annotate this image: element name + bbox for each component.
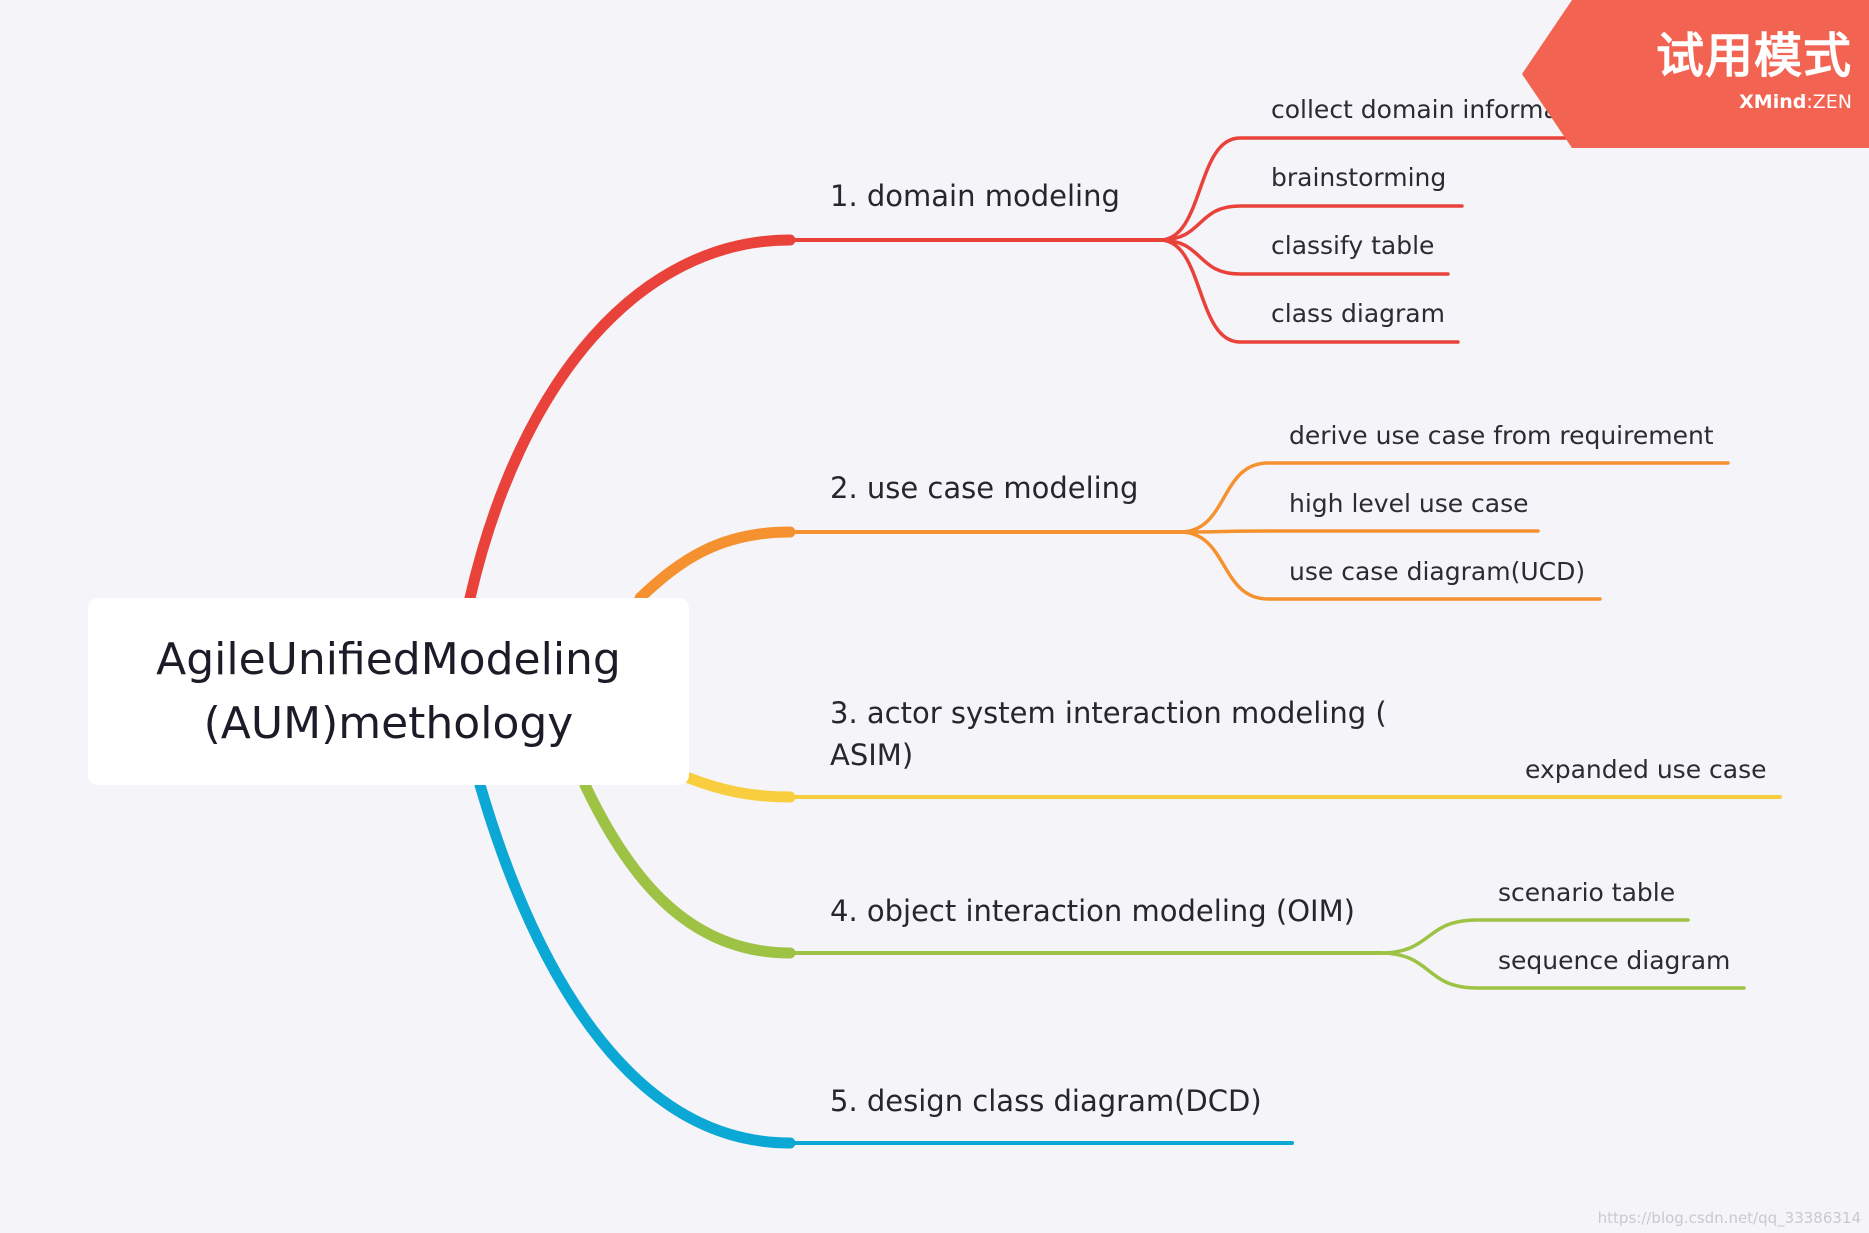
trunk-line-5 bbox=[474, 779, 796, 1149]
subtopic-class-diagram[interactable]: class diagram bbox=[1271, 299, 1445, 328]
brand-edition: ZEN bbox=[1812, 91, 1852, 113]
trial-mode-badge[interactable]: 试用模式 XMind:ZEN bbox=[1522, 0, 1869, 148]
brand-separator: : bbox=[1806, 91, 1813, 113]
trunk-line-1 bbox=[464, 234, 796, 604]
brand-name: XMind bbox=[1739, 91, 1807, 113]
subtopic-connector-4-1 bbox=[1378, 918, 1690, 955]
topic-use-case-modeling[interactable]: 2. use case modeling bbox=[830, 471, 1139, 505]
subtopic-brainstorming[interactable]: brainstorming bbox=[1271, 163, 1447, 192]
subtopic-sequence-diagram[interactable]: sequence diagram bbox=[1498, 946, 1731, 975]
subtopic-classify-table[interactable]: classify table bbox=[1271, 231, 1435, 260]
topic-design-class-diagram[interactable]: 5. design class diagram(DCD) bbox=[830, 1084, 1262, 1118]
xmind-zen-brand: XMind:ZEN bbox=[1632, 90, 1852, 114]
trunk-line-2 bbox=[634, 526, 796, 604]
subtopic-connector-1-3 bbox=[1158, 238, 1450, 276]
source-watermark: https://blog.csdn.net/qq_33386314 bbox=[1597, 1209, 1861, 1227]
trial-mode-title: 试用模式 bbox=[1655, 28, 1852, 84]
subtopic-connector-2-1 bbox=[1178, 461, 1730, 534]
subtopic-connector-2-2 bbox=[1178, 529, 1540, 534]
trunk-line-3 bbox=[683, 772, 796, 803]
topic-domain-modeling[interactable]: 1. domain modeling bbox=[830, 179, 1120, 213]
topic-actor-system-interaction[interactable]: 3. actor system interaction modeling ( A… bbox=[830, 696, 1387, 772]
subtopic-connector-1-1 bbox=[1158, 136, 1620, 242]
subtopic-expanded-use-case[interactable]: expanded use case bbox=[1525, 755, 1767, 784]
subtopic-connector-1-2 bbox=[1158, 204, 1464, 242]
subtopic-scenario-table[interactable]: scenario table bbox=[1498, 878, 1676, 907]
badge-shape bbox=[1522, 0, 1869, 148]
central-topic-label: AgileUnifiedModeling(AUM)methology bbox=[156, 633, 621, 749]
subtopic-use-case-diagram[interactable]: use case diagram(UCD) bbox=[1289, 557, 1586, 586]
subtopic-high-level-use-case[interactable]: high level use case bbox=[1289, 489, 1529, 518]
topic-object-interaction[interactable]: 4. object interaction modeling (OIM) bbox=[830, 894, 1355, 928]
subtopic-connector-4-2 bbox=[1378, 951, 1746, 990]
subtopic-connector-2-3 bbox=[1178, 530, 1602, 601]
trunk-line-4 bbox=[579, 779, 796, 959]
central-topic[interactable]: AgileUnifiedModeling(AUM)methology bbox=[88, 598, 689, 785]
subtopic-connector-1-4 bbox=[1158, 238, 1460, 344]
subtopic-derive-use-case[interactable]: derive use case from requirement bbox=[1289, 421, 1714, 450]
